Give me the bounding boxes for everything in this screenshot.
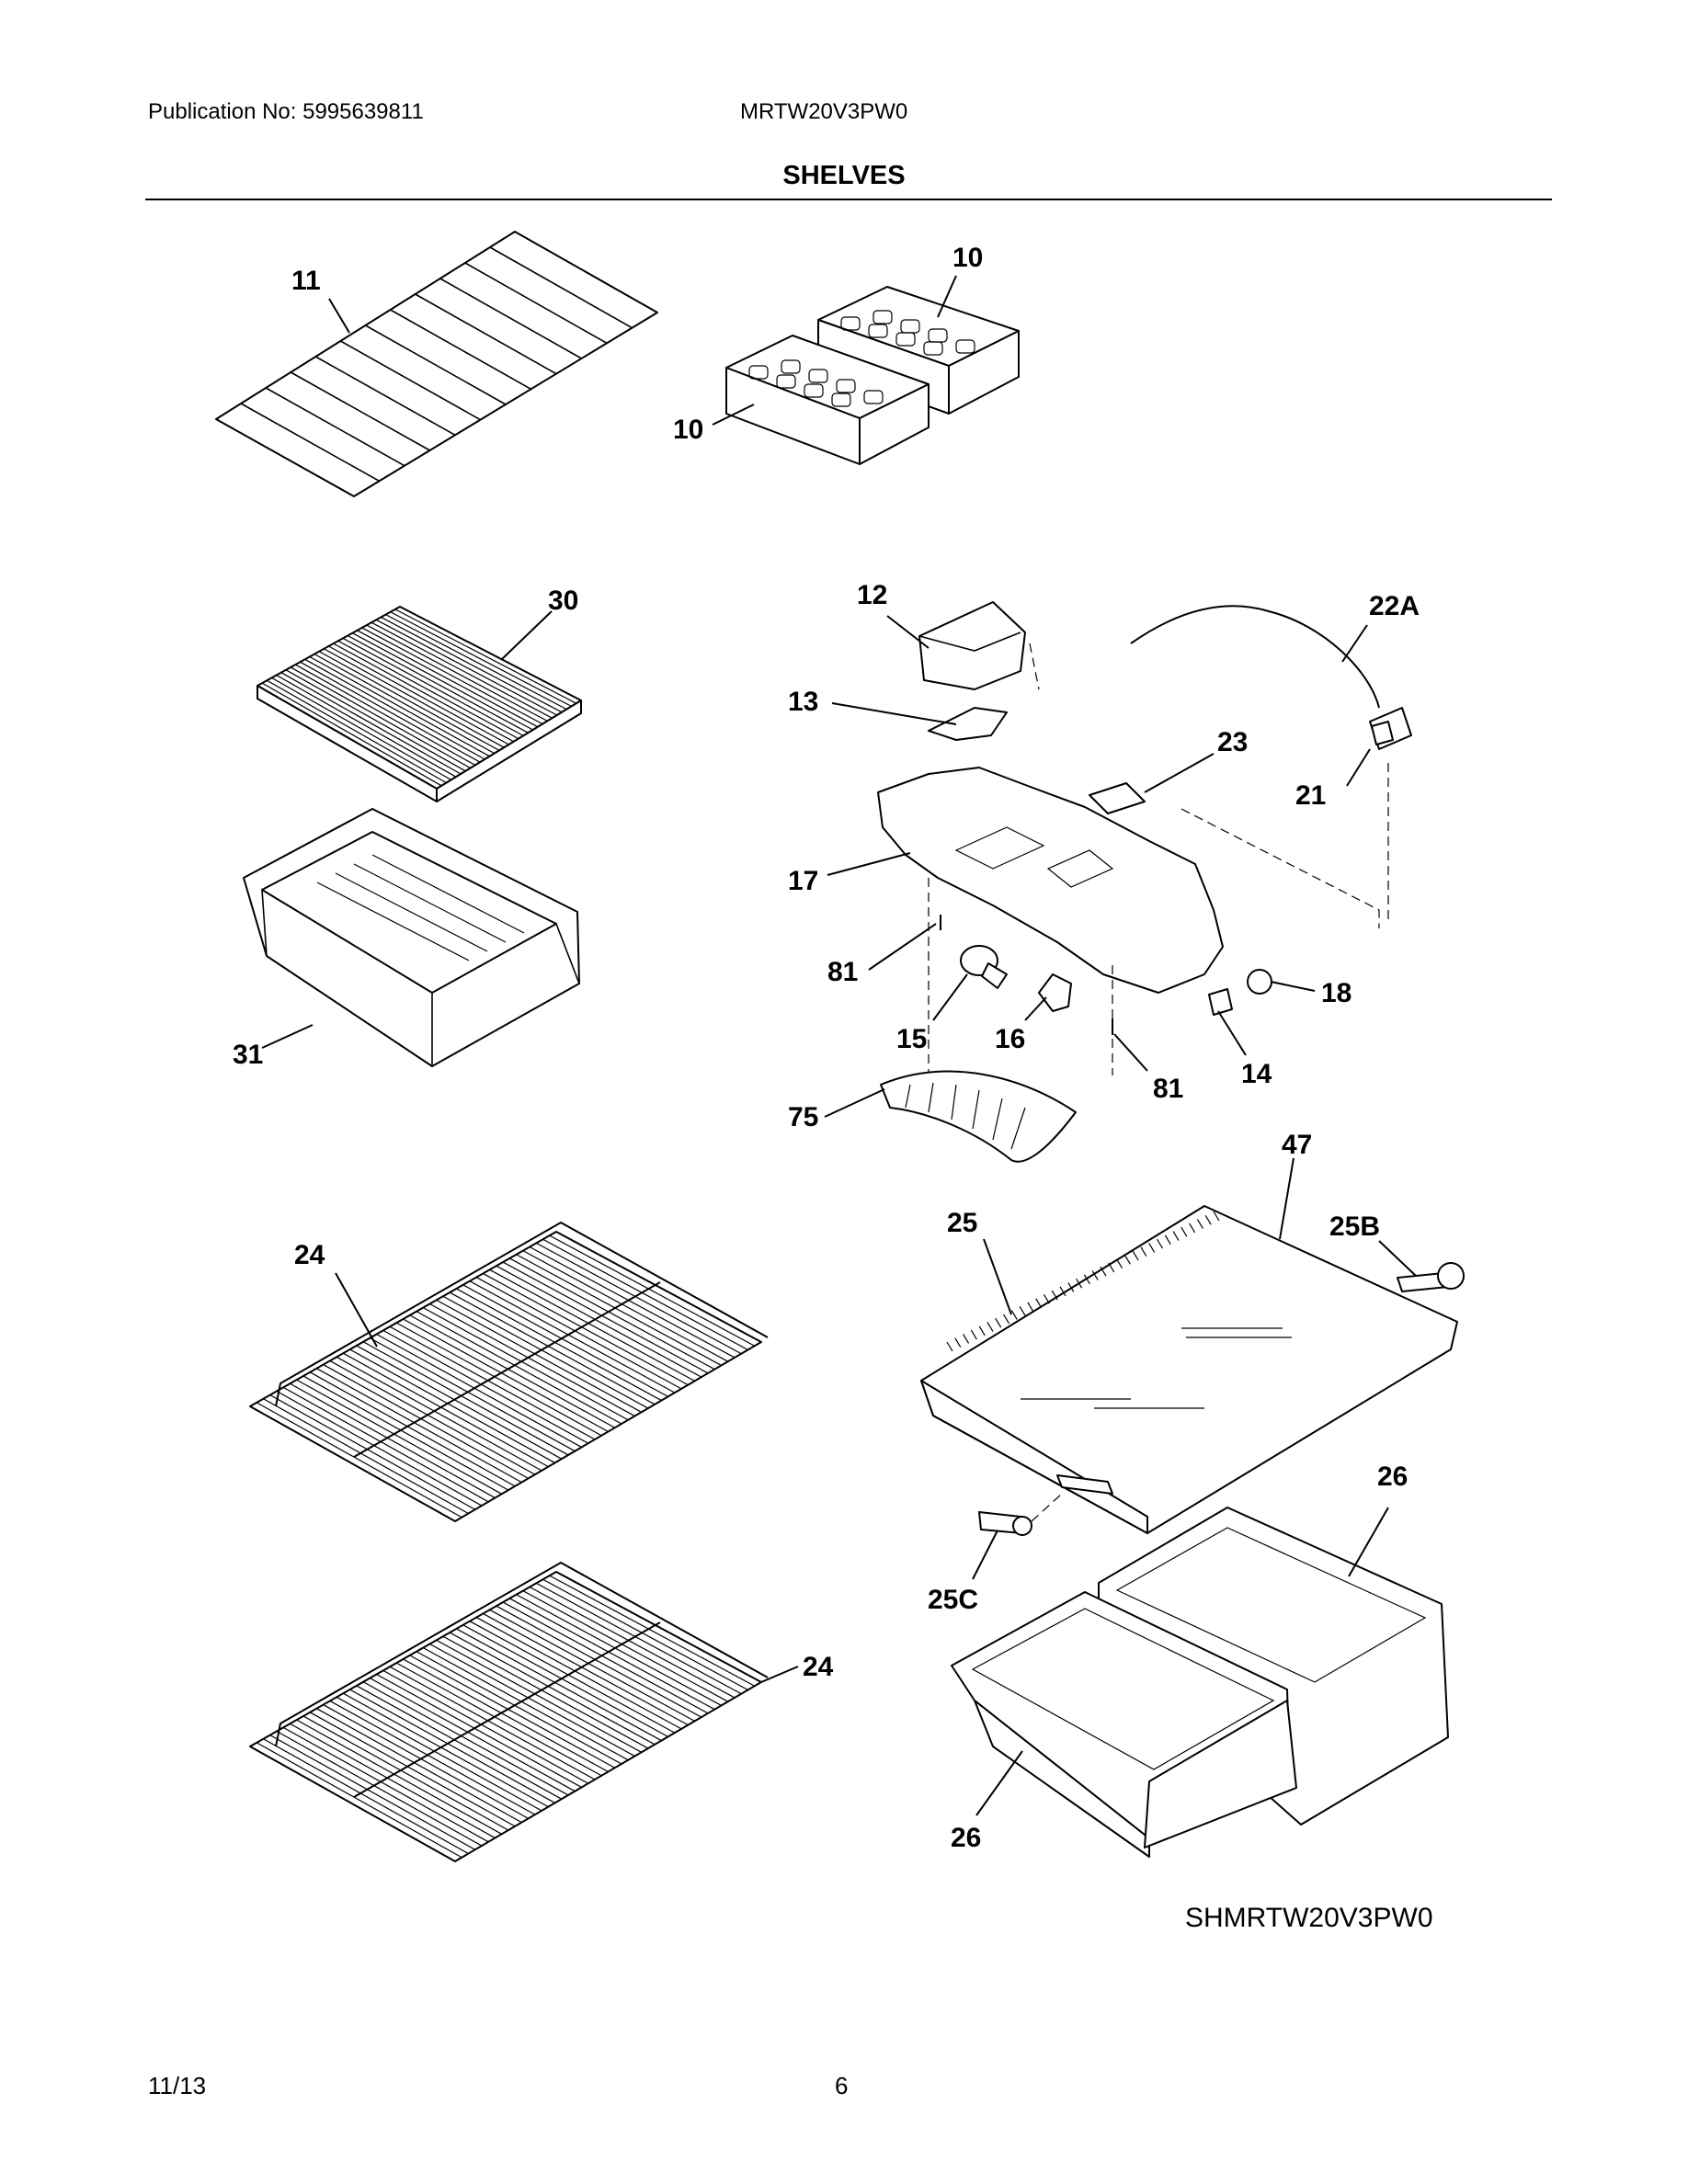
callout-14: 14 bbox=[1241, 1059, 1272, 1089]
callout-25b: 25B bbox=[1329, 1211, 1380, 1242]
callout-25c: 25C bbox=[928, 1585, 978, 1615]
part-75-light-shield bbox=[880, 1070, 1077, 1163]
callout-13: 13 bbox=[788, 687, 818, 717]
callout-22a: 22A bbox=[1369, 591, 1420, 621]
part-21-connector bbox=[1180, 721, 1394, 928]
part-25b-shelf-bracket bbox=[1397, 1262, 1465, 1292]
publication-number: Publication No: 5995639811 bbox=[148, 99, 424, 124]
part-15-knob bbox=[960, 945, 1008, 989]
part-31-crisper-pan bbox=[243, 808, 580, 1067]
part-30-crisper-cover bbox=[257, 606, 582, 802]
callout-10-upper: 10 bbox=[952, 243, 983, 273]
part-17-housing bbox=[877, 767, 1224, 1112]
part-14-switch bbox=[1208, 988, 1233, 1016]
callout-75: 75 bbox=[788, 1102, 818, 1132]
part-25c-shelf-bracket bbox=[978, 1493, 1063, 1536]
part-24-wire-shelf-upper bbox=[249, 1221, 769, 1522]
callout-12: 12 bbox=[857, 580, 887, 610]
callout-23: 23 bbox=[1217, 727, 1248, 757]
leader-lines bbox=[261, 275, 1417, 1816]
callout-31: 31 bbox=[233, 1040, 263, 1070]
part-12-cover bbox=[918, 601, 1026, 690]
callout-26-rear: 26 bbox=[1377, 1462, 1408, 1492]
header-rule bbox=[145, 199, 1552, 200]
part-25-shelf-frame bbox=[946, 1211, 1220, 1495]
callout-26-front: 26 bbox=[951, 1823, 981, 1853]
part-11-wire-shelf bbox=[215, 231, 658, 497]
callout-16: 16 bbox=[995, 1024, 1025, 1054]
part-18-lamp-socket bbox=[1247, 969, 1272, 995]
callout-11: 11 bbox=[291, 266, 321, 296]
footer-date: 11/13 bbox=[148, 2072, 207, 2099]
part-16-thermostat bbox=[1038, 973, 1072, 1012]
callout-15: 15 bbox=[896, 1024, 927, 1054]
section-title: SHELVES bbox=[782, 161, 906, 190]
callout-10-lower: 10 bbox=[673, 415, 703, 445]
drawing-code: SHMRTW20V3PW0 bbox=[1185, 1903, 1433, 1933]
callout-24-upper: 24 bbox=[294, 1240, 325, 1270]
callout-47: 47 bbox=[1282, 1130, 1312, 1160]
part-13-deflector bbox=[928, 707, 1008, 741]
callout-24-lower: 24 bbox=[803, 1652, 834, 1682]
callout-81-left: 81 bbox=[827, 957, 858, 987]
callout-30: 30 bbox=[548, 586, 578, 616]
part-10-ice-tray-lower bbox=[725, 335, 930, 465]
callout-labels: 11 10 10 30 31 12 13 17 22A 23 21 81 15 … bbox=[233, 243, 1420, 1853]
callout-18: 18 bbox=[1321, 978, 1352, 1008]
model-number: MRTW20V3PW0 bbox=[740, 99, 908, 124]
callout-17: 17 bbox=[788, 866, 818, 896]
callout-25: 25 bbox=[947, 1208, 977, 1238]
page-number: 6 bbox=[835, 2072, 849, 2099]
callout-81-right: 81 bbox=[1153, 1074, 1183, 1104]
part-47-glass-shelf bbox=[920, 1205, 1458, 1534]
part-24-wire-shelf-lower bbox=[249, 1561, 769, 1862]
part-23-control-board bbox=[1089, 782, 1146, 814]
callout-21: 21 bbox=[1295, 780, 1326, 811]
part-26-crisper-drawer-front bbox=[951, 1591, 1297, 1858]
